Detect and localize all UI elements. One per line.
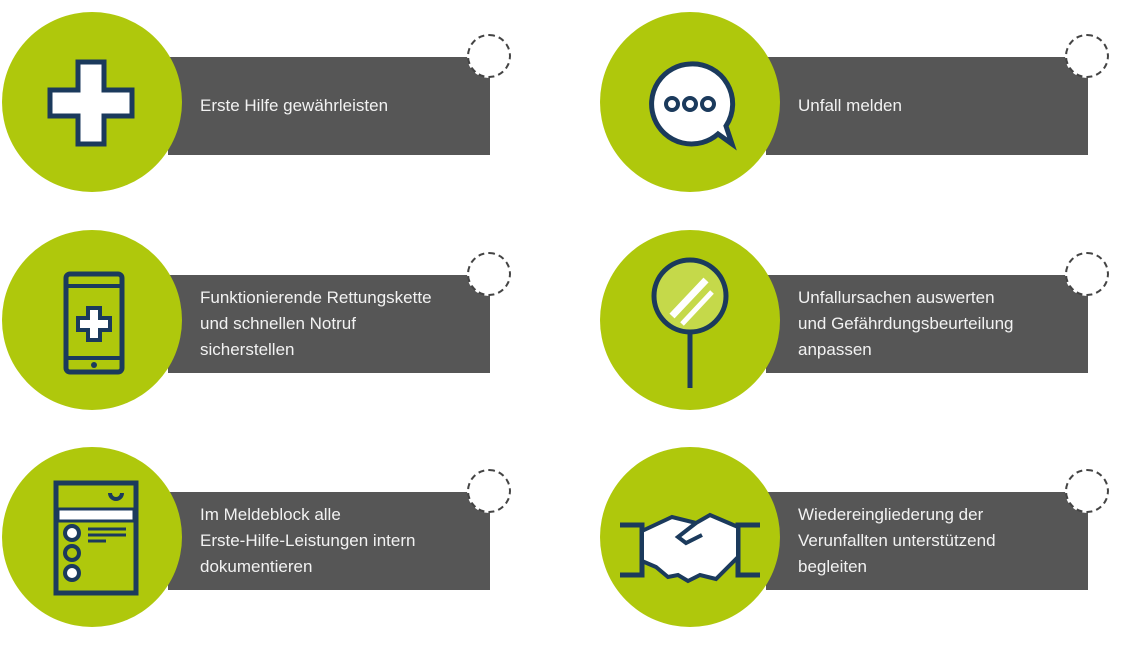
- report-form-icon: [2, 447, 182, 627]
- step-first-aid: Erste Hilfe gewährleisten: [0, 12, 520, 212]
- dashed-circle-icon: [1065, 34, 1109, 78]
- step-label: Erste Hilfe gewährleisten: [200, 96, 389, 115]
- dashed-circle-icon: [467, 252, 511, 296]
- step-label: Unfall melden: [798, 96, 902, 115]
- first-aid-cross-icon: [2, 12, 182, 192]
- dashed-circle-icon: [1065, 469, 1109, 513]
- step-bar: Erste Hilfe gewährleisten: [168, 57, 490, 155]
- step-label: Unfallursachen auswerten und Gefährdungs…: [798, 288, 1014, 359]
- step-label: Im Meldeblock alle Erste-Hilfe-Leistunge…: [200, 505, 416, 576]
- smartphone-cross-icon: [2, 230, 182, 410]
- step-rescue-chain: Funktionierende Rettungskette und schnel…: [0, 230, 520, 430]
- step-bar: Wiedereingliederung der Verunfallten unt…: [766, 492, 1088, 590]
- step-label: Wiedereingliederung der Verunfallten unt…: [798, 505, 996, 576]
- step-report-accident: Unfall melden: [598, 12, 1118, 212]
- step-label: Funktionierende Rettungskette und schnel…: [200, 288, 432, 359]
- step-analyze-causes: Unfallursachen auswerten und Gefährdungs…: [598, 230, 1118, 430]
- handshake-icon: [600, 447, 780, 627]
- step-bar: Im Meldeblock alle Erste-Hilfe-Leistunge…: [168, 492, 490, 590]
- dashed-circle-icon: [467, 469, 511, 513]
- dashed-circle-icon: [467, 34, 511, 78]
- step-reintegration: Wiedereingliederung der Verunfallten unt…: [598, 447, 1118, 647]
- step-bar: Unfallursachen auswerten und Gefährdungs…: [766, 275, 1088, 373]
- step-bar: Funktionierende Rettungskette und schnel…: [168, 275, 490, 373]
- step-bar: Unfall melden: [766, 57, 1088, 155]
- dashed-circle-icon: [1065, 252, 1109, 296]
- magnifier-icon: [600, 230, 780, 410]
- speech-bubble-icon: [600, 12, 780, 192]
- step-document: Im Meldeblock alle Erste-Hilfe-Leistunge…: [0, 447, 520, 647]
